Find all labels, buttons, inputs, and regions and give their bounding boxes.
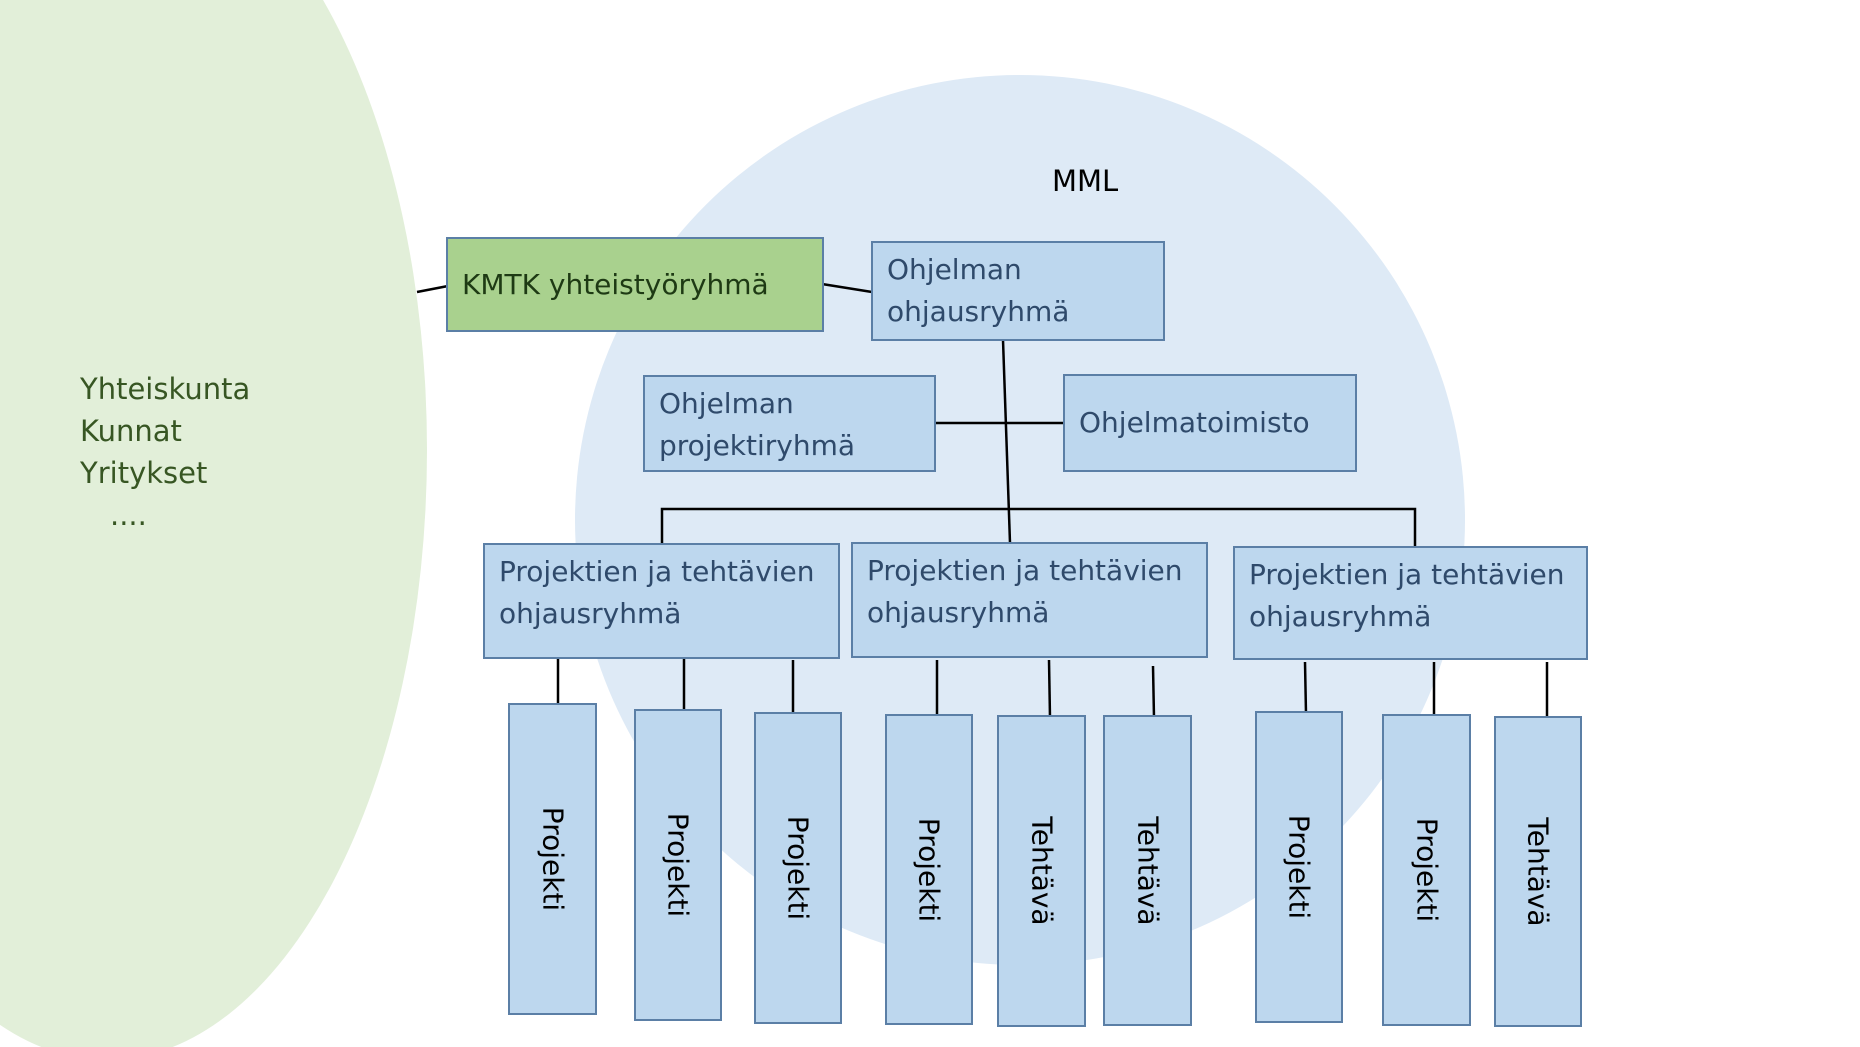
connector-sg2-item3 (1151, 665, 1156, 719)
program-project-group-line2: projektiryhmä (659, 429, 856, 462)
steering-group-line2: ohjausryhmä (867, 596, 1050, 629)
project-label: Projekti (1282, 814, 1316, 920)
stakeholder-ellipsis: .... (110, 498, 147, 532)
project-label: Projekti (781, 815, 815, 921)
project-label: Projekti (536, 806, 569, 912)
project-box: Projekti (885, 714, 973, 1025)
stakeholder-item: Kunnat (80, 414, 182, 448)
steering-group-line1: Projektien ja tehtävien (1249, 558, 1565, 591)
program-project-group-box: Ohjelman projektiryhmä (643, 375, 936, 472)
organization-label: MML (1052, 164, 1119, 198)
connector-stakeholders-to-cooperation (416, 284, 449, 294)
connector-steering-bus (660, 507, 1417, 547)
task-box: Tehtävä (1103, 715, 1192, 1026)
project-label: Projekti (912, 817, 946, 922)
connector-main-trunk (1001, 339, 1012, 544)
cooperation-group-label: KMTK yhteistyöryhmä (462, 267, 769, 301)
stakeholder-item: Yritykset (80, 456, 208, 490)
program-steering-line1: Ohjelman (887, 253, 1022, 286)
steering-group-line2: ohjausryhmä (499, 597, 682, 630)
task-box: Tehtävä (1494, 716, 1582, 1027)
connector-cooperation-to-steering (821, 282, 873, 294)
project-box: Projekti (1382, 714, 1471, 1026)
steering-group-box-2: Projektien ja tehtävien ohjausryhmä (851, 542, 1208, 658)
project-box: Projekti (1255, 711, 1343, 1023)
task-box: Tehtävä (997, 715, 1086, 1027)
project-box: Projekti (634, 709, 722, 1021)
task-label: Tehtävä (1131, 815, 1164, 926)
steering-group-line2: ohjausryhmä (1249, 600, 1432, 633)
stakeholder-area (0, 0, 427, 1047)
steering-group-box-3: Projektien ja tehtävien ohjausryhmä (1233, 546, 1588, 660)
program-office-label: Ohjelmatoimisto (1079, 406, 1310, 439)
project-box: Projekti (508, 703, 597, 1015)
connector-sg2-item2 (1047, 659, 1052, 719)
connector-sg3-item1 (1303, 661, 1308, 715)
stakeholder-item: Yhteiskunta (80, 372, 251, 406)
cooperation-group-box: KMTK yhteistyöryhmä (446, 237, 824, 332)
project-box: Projekti (754, 712, 842, 1024)
program-steering-box: Ohjelman ohjausryhmä (871, 241, 1165, 341)
program-project-group-line1: Ohjelman (659, 387, 794, 420)
program-office-box: Ohjelmatoimisto (1063, 374, 1357, 472)
steering-group-line1: Projektien ja tehtävien (867, 554, 1183, 587)
steering-group-box-1: Projektien ja tehtävien ohjausryhmä (483, 543, 840, 659)
steering-group-line1: Projektien ja tehtävien (499, 555, 815, 588)
project-label: Projekti (1410, 817, 1443, 923)
stakeholder-list: Yhteiskunta Kunnat Yritykset .... (80, 368, 250, 536)
project-label: Projekti (661, 812, 695, 918)
task-label: Tehtävä (1521, 816, 1555, 927)
task-label: Tehtävä (1025, 816, 1058, 926)
program-steering-line2: ohjausryhmä (887, 295, 1070, 328)
